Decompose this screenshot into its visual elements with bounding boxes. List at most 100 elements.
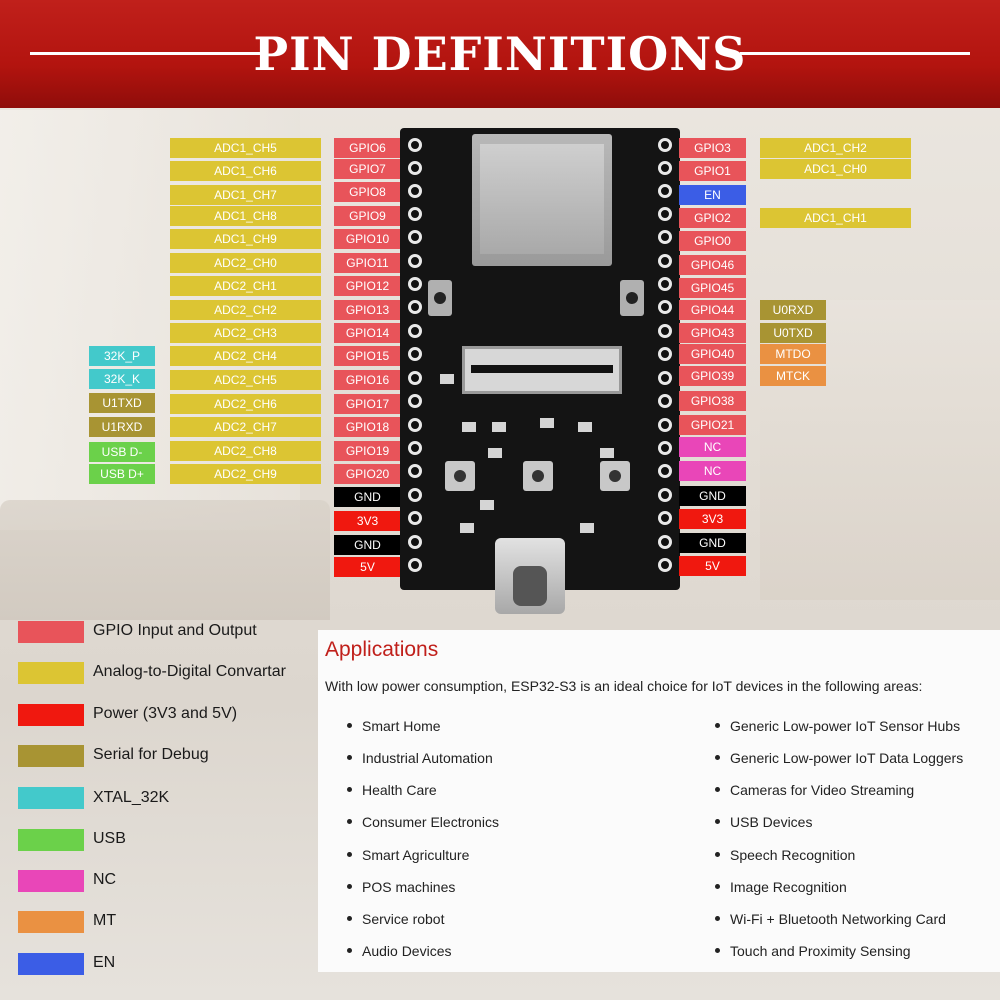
left-gnd-label: GND (334, 535, 401, 555)
application-item: Service robot (347, 911, 444, 927)
pin-hole (408, 558, 422, 572)
pin-hole (408, 418, 422, 432)
legend-label: USB (93, 830, 126, 847)
right-gpio-label: GPIO46 (679, 255, 746, 275)
legend-label: Analog-to-Digital Convartar (93, 663, 286, 680)
application-item: Generic Low-power IoT Sensor Hubs (715, 718, 960, 734)
legend-label: NC (93, 871, 117, 888)
microphone-right (620, 280, 644, 316)
pin-hole (658, 138, 672, 152)
pin-hole (408, 464, 422, 478)
application-item: Cameras for Video Streaming (715, 782, 914, 798)
pin-hole (658, 300, 672, 314)
left-adc-label: ADC2_CH5 (170, 370, 321, 390)
pin-hole (658, 161, 672, 175)
application-item: Smart Agriculture (347, 847, 469, 863)
smd-component (600, 448, 614, 458)
pin-hole (408, 161, 422, 175)
left-adc-label: ADC2_CH2 (170, 300, 321, 320)
right-gpio-label: GPIO44 (679, 300, 746, 320)
left-xtal-label: 32K_K (89, 369, 155, 389)
left-gpio-label: GPIO20 (334, 464, 401, 484)
pin-hole (658, 324, 672, 338)
left-gnd-label: GND (334, 487, 401, 507)
application-item: Smart Home (347, 718, 441, 734)
left-adc-label: ADC2_CH6 (170, 394, 321, 414)
pin-hole (658, 394, 672, 408)
right-gnd-label: GND (679, 533, 746, 553)
left-gpio-label: GPIO19 (334, 441, 401, 461)
pin-hole (658, 464, 672, 478)
left-adc-label: ADC1_CH9 (170, 229, 321, 249)
pin-hole (408, 207, 422, 221)
right-gpio-label: GPIO38 (679, 391, 746, 411)
left-adc-label: ADC1_CH7 (170, 185, 321, 205)
application-item: Generic Low-power IoT Data Loggers (715, 750, 963, 766)
left-adc-label: ADC2_CH8 (170, 441, 321, 461)
right-mt-label: MTDO (760, 344, 826, 364)
left-adc-label: ADC2_CH0 (170, 253, 321, 273)
banner-line-right (740, 52, 970, 55)
pin-hole (658, 441, 672, 455)
board-button-middle (523, 461, 553, 491)
left-gpio-label: GPIO10 (334, 229, 401, 249)
left-gpio-label: GPIO6 (334, 138, 401, 158)
banner-line-left (30, 52, 260, 55)
smd-component (578, 422, 592, 432)
pin-hole (408, 277, 422, 291)
title-banner: PIN DEFINITIONS (0, 0, 1000, 108)
pin-hole (408, 138, 422, 152)
left-usb-label: USB D- (89, 442, 155, 462)
legend-swatch-power (18, 704, 84, 726)
right-en-label: EN (679, 185, 746, 205)
application-item: Wi-Fi + Bluetooth Networking Card (715, 911, 946, 927)
pin-hole (658, 371, 672, 385)
pin-hole (658, 488, 672, 502)
left-adc-label: ADC2_CH1 (170, 276, 321, 296)
pin-hole (658, 207, 672, 221)
pin-hole (658, 277, 672, 291)
pin-hole (408, 184, 422, 198)
pin-hole (408, 511, 422, 525)
legend-label: Power (3V3 and 5V) (93, 705, 238, 722)
left-gpio-label: GPIO14 (334, 323, 401, 343)
sd-card-slot (472, 134, 612, 266)
right-gpio-label: GPIO0 (679, 231, 746, 251)
right-serial-label: U0TXD (760, 323, 826, 343)
applications-intro: With low power consumption, ESP32-S3 is … (325, 678, 923, 694)
right-gnd-label: GND (679, 486, 746, 506)
smd-component (462, 422, 476, 432)
application-item: Image Recognition (715, 879, 847, 895)
pin-hole (408, 394, 422, 408)
pin-hole (658, 230, 672, 244)
right-power-label: 5V (679, 556, 746, 576)
left-gpio-label: GPIO16 (334, 370, 401, 390)
application-item: Audio Devices (347, 943, 452, 959)
right-nc-label: NC (679, 437, 746, 457)
legend-swatch-en (18, 953, 84, 975)
pin-hole (408, 230, 422, 244)
left-serial-label: U1TXD (89, 393, 155, 413)
pin-hole (658, 184, 672, 198)
left-gpio-label: GPIO9 (334, 206, 401, 226)
usb-c-port (495, 538, 565, 614)
left-adc-label: ADC1_CH6 (170, 161, 321, 181)
applications-heading: Applications (325, 638, 439, 661)
board-button-left (445, 461, 475, 491)
left-gpio-label: GPIO13 (334, 300, 401, 320)
smd-component (580, 523, 594, 533)
right-gpio-label: GPIO21 (679, 415, 746, 435)
left-serial-label: U1RXD (89, 417, 155, 437)
smd-component (492, 422, 506, 432)
right-gpio-label: GPIO43 (679, 323, 746, 343)
right-adc-label: ADC1_CH1 (760, 208, 911, 228)
smd-component (540, 418, 554, 428)
pin-hole (658, 511, 672, 525)
smd-component (460, 523, 474, 533)
left-adc-label: ADC2_CH3 (170, 323, 321, 343)
left-xtal-label: 32K_P (89, 346, 155, 366)
smd-component (440, 374, 454, 384)
left-adc-label: ADC2_CH4 (170, 346, 321, 366)
left-gpio-label: GPIO18 (334, 417, 401, 437)
right-adc-label: ADC1_CH2 (760, 138, 911, 158)
